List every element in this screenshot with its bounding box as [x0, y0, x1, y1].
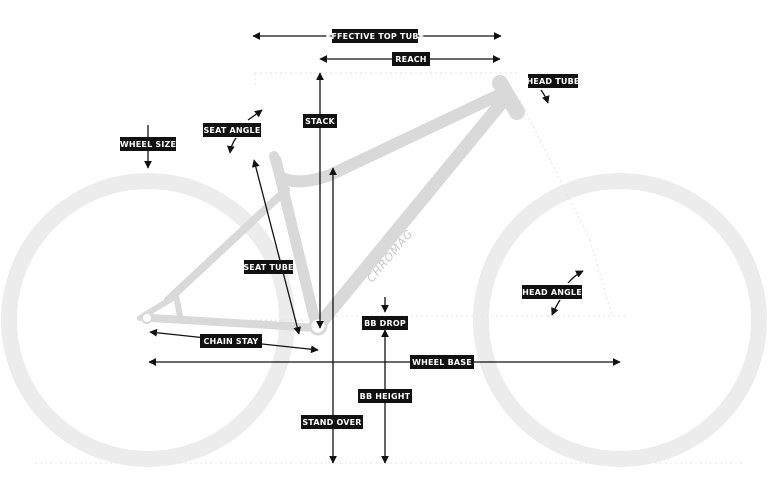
svg-text:WHEEL SIZE: WHEEL SIZE [120, 140, 176, 149]
svg-text:WHEEL BASE: WHEEL BASE [412, 358, 472, 367]
svg-text:BB DROP: BB DROP [364, 319, 406, 328]
svg-text:EFFECTIVE TOP TUBE: EFFECTIVE TOP TUBE [326, 32, 425, 41]
bottom-bracket [308, 316, 328, 336]
head-angle-arrow-up [567, 270, 584, 284]
head-tube [492, 75, 525, 120]
down-tube [312, 88, 515, 332]
svg-text:CHAIN STAY: CHAIN STAY [203, 337, 258, 346]
svg-text:SEAT TUBE: SEAT TUBE [243, 263, 293, 272]
label-head-tube: HEAD TUBE [526, 74, 579, 88]
svg-text:BB HEIGHT: BB HEIGHT [360, 392, 411, 401]
svg-text:STAND OVER: STAND OVER [302, 418, 361, 427]
svg-text:REACH: REACH [395, 55, 426, 64]
seat-tube-arrow [251, 159, 302, 335]
label-head-angle: HEAD ANGLE [522, 285, 582, 299]
label-chain-stay: CHAIN STAY [200, 334, 262, 348]
label-wheel-size: WHEEL SIZE [120, 137, 176, 151]
label-seat-angle: SEAT ANGLE [203, 123, 261, 137]
label-reach: REACH [392, 52, 430, 66]
head-angle-arrow-down [551, 299, 561, 316]
svg-text:HEAD TUBE: HEAD TUBE [526, 77, 579, 86]
label-effective-top-tube: EFFECTIVE TOP TUBE [326, 29, 425, 43]
label-stack: STACK [303, 114, 337, 128]
seat-angle-arrow-down [227, 137, 237, 154]
seat-angle-arrow-up [247, 109, 263, 121]
label-seat-tube: SEAT TUBE [243, 260, 293, 274]
head-tube-arrow-down [540, 89, 550, 104]
rear-axle [141, 312, 153, 324]
seat-post-collar [269, 151, 283, 175]
svg-text:SEAT ANGLE: SEAT ANGLE [203, 126, 260, 135]
svg-text:HEAD ANGLE: HEAD ANGLE [522, 288, 582, 297]
svg-text:STACK: STACK [305, 117, 335, 126]
dropout [137, 293, 183, 321]
label-stand-over: STAND OVER [301, 415, 363, 429]
label-wheel-base: WHEEL BASE [410, 355, 474, 369]
label-bb-drop: BB DROP [362, 316, 408, 330]
label-bb-height: BB HEIGHT [358, 389, 412, 403]
front-wheel [473, 173, 767, 467]
